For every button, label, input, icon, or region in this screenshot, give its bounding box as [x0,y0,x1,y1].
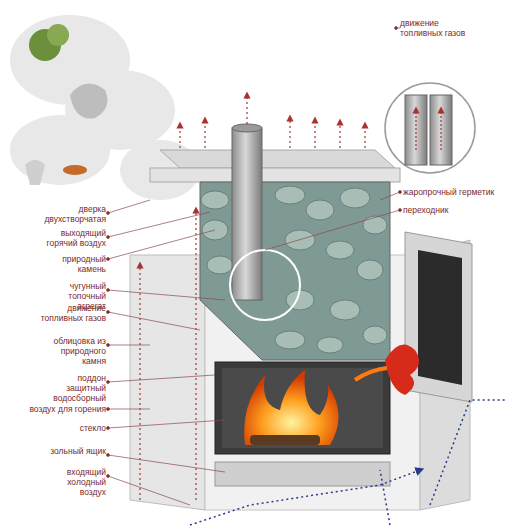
part-label: дверка двухстворчатая [40,204,106,224]
stone [275,186,305,204]
hot-air-arrow [314,120,315,148]
detail-circle [230,250,300,320]
part-label: движение топливных газов [40,303,106,323]
stones [201,186,387,353]
ash-drawer [215,462,390,486]
leader-line [108,290,225,300]
door-panel [405,232,472,402]
hot-air-arrow [364,125,365,148]
leader-line [108,455,225,472]
chimney-pipe [232,124,262,132]
leader-line [108,345,150,346]
stone [207,256,233,274]
figure [70,84,107,119]
stone [285,230,315,250]
inset-pipe [430,95,452,165]
leader-dot [107,381,110,384]
cold-air-arrow [190,470,420,525]
gas-arrow [415,110,416,150]
part-label: входящий холодный воздух [40,467,106,497]
part-label: воздух для горения [20,404,106,414]
leader-dot [399,209,402,212]
part-label: движение топливных газов [400,18,480,38]
leader-line [108,230,215,259]
stone [275,331,305,349]
hot-air-arrow [195,210,196,500]
flame [244,370,338,445]
leader-dot [107,289,110,292]
stone-box [200,182,390,360]
fire-spirit [385,344,419,395]
leader-dot [395,27,398,30]
leader-dot [399,191,402,194]
detail-inset [385,83,475,173]
leader-dot [107,258,110,261]
leader-dot [107,475,110,478]
leader-dot [107,344,110,347]
leader-line [108,375,215,382]
leader-line [108,409,150,410]
firebox [215,362,390,454]
hot-air-arrow [339,122,340,148]
hot-air-arrow [289,118,290,148]
top-grill [160,150,395,168]
cold-air-arrow [380,470,390,525]
stone [357,260,383,280]
stone [306,200,334,220]
inset-pipe [405,95,427,165]
fire-breath [355,368,387,380]
part-label: поддон защитный водосборный [40,373,106,403]
hot-air-arrow [246,95,247,124]
leader-dot [107,454,110,457]
leader-dot [107,311,110,314]
water-ladle [63,165,87,175]
leader-dot [107,427,110,430]
hot-air-arrows [140,95,365,500]
part-label: зольный ящик [40,446,106,456]
stone [363,216,387,234]
chimney-pipe [232,128,262,300]
stone [330,300,360,320]
leader-line [108,200,150,213]
steam-puff [10,115,110,185]
top-grill [150,168,400,182]
firewood [250,435,320,445]
cold-air-arrow [430,400,505,505]
glass [222,368,383,448]
leader-line [108,312,200,330]
leader-dot [107,236,110,239]
stone [201,191,229,209]
leader-dot [107,212,110,215]
stone [363,326,387,344]
cold-air-arrows [190,400,505,525]
gas-arrow [440,110,441,150]
leader-lines [107,27,402,506]
hot-air-arrow [204,120,205,148]
leader-dot [107,408,110,411]
stone [326,241,354,259]
figure [25,160,45,185]
door-window [418,250,462,385]
part-label: жаропрочный герметик [403,187,513,197]
part-label: выходящий горячий воздух [40,228,106,248]
part-label: стекло [20,423,106,433]
side-cladding [130,255,205,510]
leader-line [108,476,190,505]
leader-line [108,212,210,237]
part-label: облицовка из природного камня [40,336,106,366]
leader-line [265,210,400,250]
part-label: переходник [403,205,513,215]
hot-air-arrow [139,265,140,500]
stone [340,188,370,208]
birch-whisk [47,24,69,46]
hot-air-arrow [179,125,180,148]
part-label: природный камень [40,254,106,274]
leader-line [380,192,400,200]
inset-gas-arrows [416,110,441,150]
stone [317,337,343,353]
leader-line [108,420,225,428]
